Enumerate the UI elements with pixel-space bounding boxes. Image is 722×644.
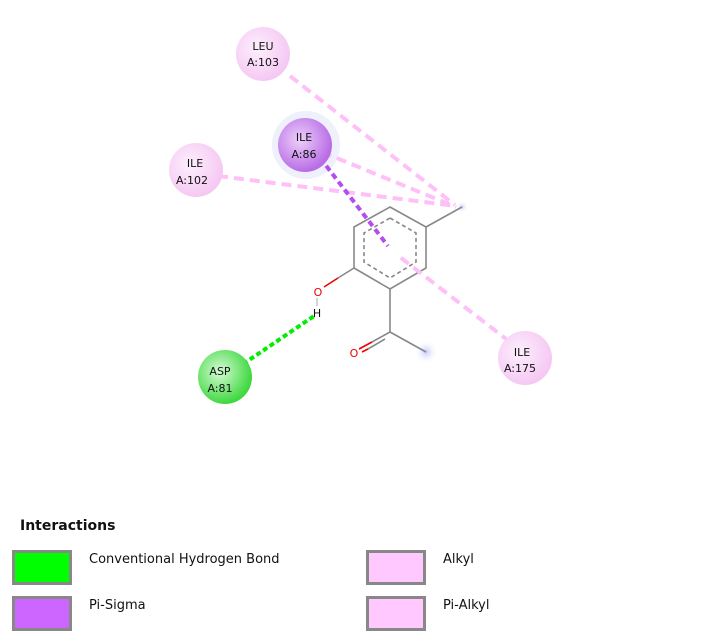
residue-id: A:175 — [504, 362, 536, 375]
legend-label: Conventional Hydrogen Bond — [89, 552, 280, 567]
legend-label: Alkyl — [443, 552, 474, 567]
legend-swatch — [12, 596, 72, 631]
residue-ile-86[interactable]: ILE A:86 — [278, 118, 332, 172]
alkyl-interaction-leu103 — [288, 74, 457, 207]
c-o-bond — [337, 267, 355, 279]
alkyl-interaction-ile86 — [321, 150, 457, 209]
legend-swatch — [366, 596, 426, 631]
residue-id: A:81 — [207, 382, 232, 395]
methyl-bond — [425, 206, 463, 228]
ligand-structure — [316, 206, 463, 353]
residue-ile-175[interactable]: ILE A:175 — [498, 331, 552, 385]
residue-leu-103[interactable]: LEU A:103 — [236, 27, 290, 81]
residue-name: ILE — [514, 346, 530, 359]
legend-label: Pi-Alkyl — [443, 598, 490, 613]
interaction-lines — [217, 74, 512, 375]
carbonyl-bond — [371, 331, 391, 343]
aromatic-ring-inner — [363, 217, 417, 279]
residue-name: ILE — [187, 157, 203, 170]
carbonyl-oxygen-label: O — [350, 347, 359, 360]
legend-swatch — [12, 550, 72, 585]
residue-name: ASP — [209, 365, 231, 378]
legend-item-hydrogen-bond: Conventional Hydrogen Bond — [12, 550, 280, 585]
c-o-bond-red — [323, 277, 339, 288]
residue-id: A:102 — [176, 174, 208, 187]
carbonyl-double-bond — [367, 338, 386, 350]
legend-swatch — [366, 550, 426, 585]
residue-name: ILE — [296, 131, 312, 144]
legend-item-pi-sigma: Pi-Sigma — [12, 596, 146, 631]
legend-item-pi-alkyl: Pi-Alkyl — [366, 596, 489, 631]
legend-title: Interactions — [20, 518, 116, 534]
residue-name: LEU — [252, 40, 273, 53]
legend-item-alkyl: Alkyl — [366, 550, 474, 585]
residue-id: A:103 — [247, 56, 279, 69]
residue-ile-102[interactable]: ILE A:102 — [169, 143, 223, 197]
acetyl-methyl-bond — [389, 331, 427, 353]
legend-label: Pi-Sigma — [89, 598, 146, 613]
pi-alkyl-interaction-ile175 — [394, 252, 512, 344]
hydroxyl-oxygen-label: O — [314, 286, 323, 299]
residue-id: A:86 — [291, 148, 316, 161]
residue-asp-81[interactable]: ASP A:81 — [198, 350, 252, 404]
pi-sigma-interaction-ile86 — [312, 148, 390, 248]
alkyl-interaction-ile102 — [217, 174, 457, 208]
hydroxyl-hydrogen-label: H — [313, 307, 321, 320]
